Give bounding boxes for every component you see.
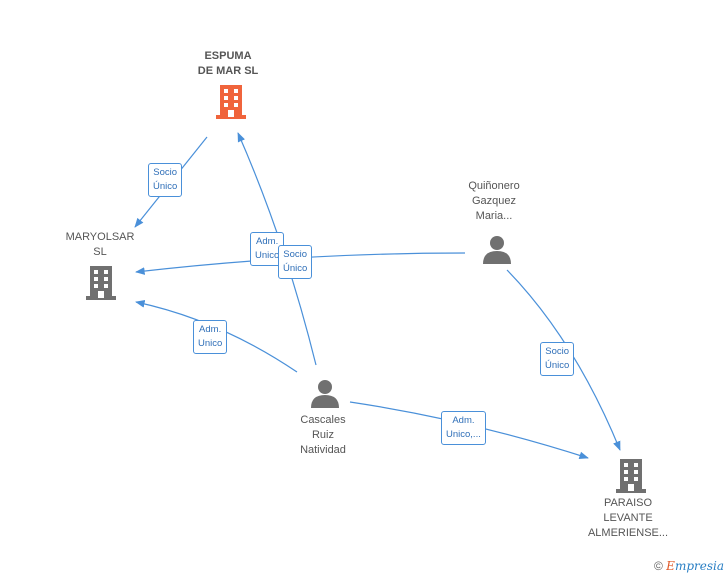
building-icon[interactable] (616, 459, 646, 493)
node-label-paraiso[interactable]: PARAISO LEVANTE ALMERIENSE... (587, 497, 669, 539)
person-icon[interactable] (483, 236, 511, 264)
node-label-quinonero[interactable]: Quiñonero Gazquez Maria... (468, 180, 520, 222)
copyright-icon: © (653, 559, 663, 573)
edge-label-quinonero-paraiso: Socio Único (540, 342, 575, 376)
building-icon[interactable] (216, 85, 246, 119)
person-icon[interactable] (311, 380, 339, 408)
brand-logo: Empresia (666, 559, 724, 573)
edge-label-espuma-maryolsar: Socio Único (148, 163, 183, 197)
footer-brand: © Empresia (654, 559, 724, 573)
edge-label-cascales-maryolsar: Adm. Unico (193, 320, 228, 354)
building-icon[interactable] (86, 266, 116, 300)
node-label-cascales[interactable]: Cascales Ruiz Natividad (300, 414, 346, 456)
edge-label-cascales-paraiso: Adm. Unico,... (441, 411, 486, 445)
node-label-maryolsar[interactable]: MARYOLSAR SL (65, 231, 135, 258)
node-label-espuma[interactable]: ESPUMA DE MAR SL (197, 50, 259, 77)
edge-label-quinonero-maryolsar: Socio Único (278, 245, 313, 279)
